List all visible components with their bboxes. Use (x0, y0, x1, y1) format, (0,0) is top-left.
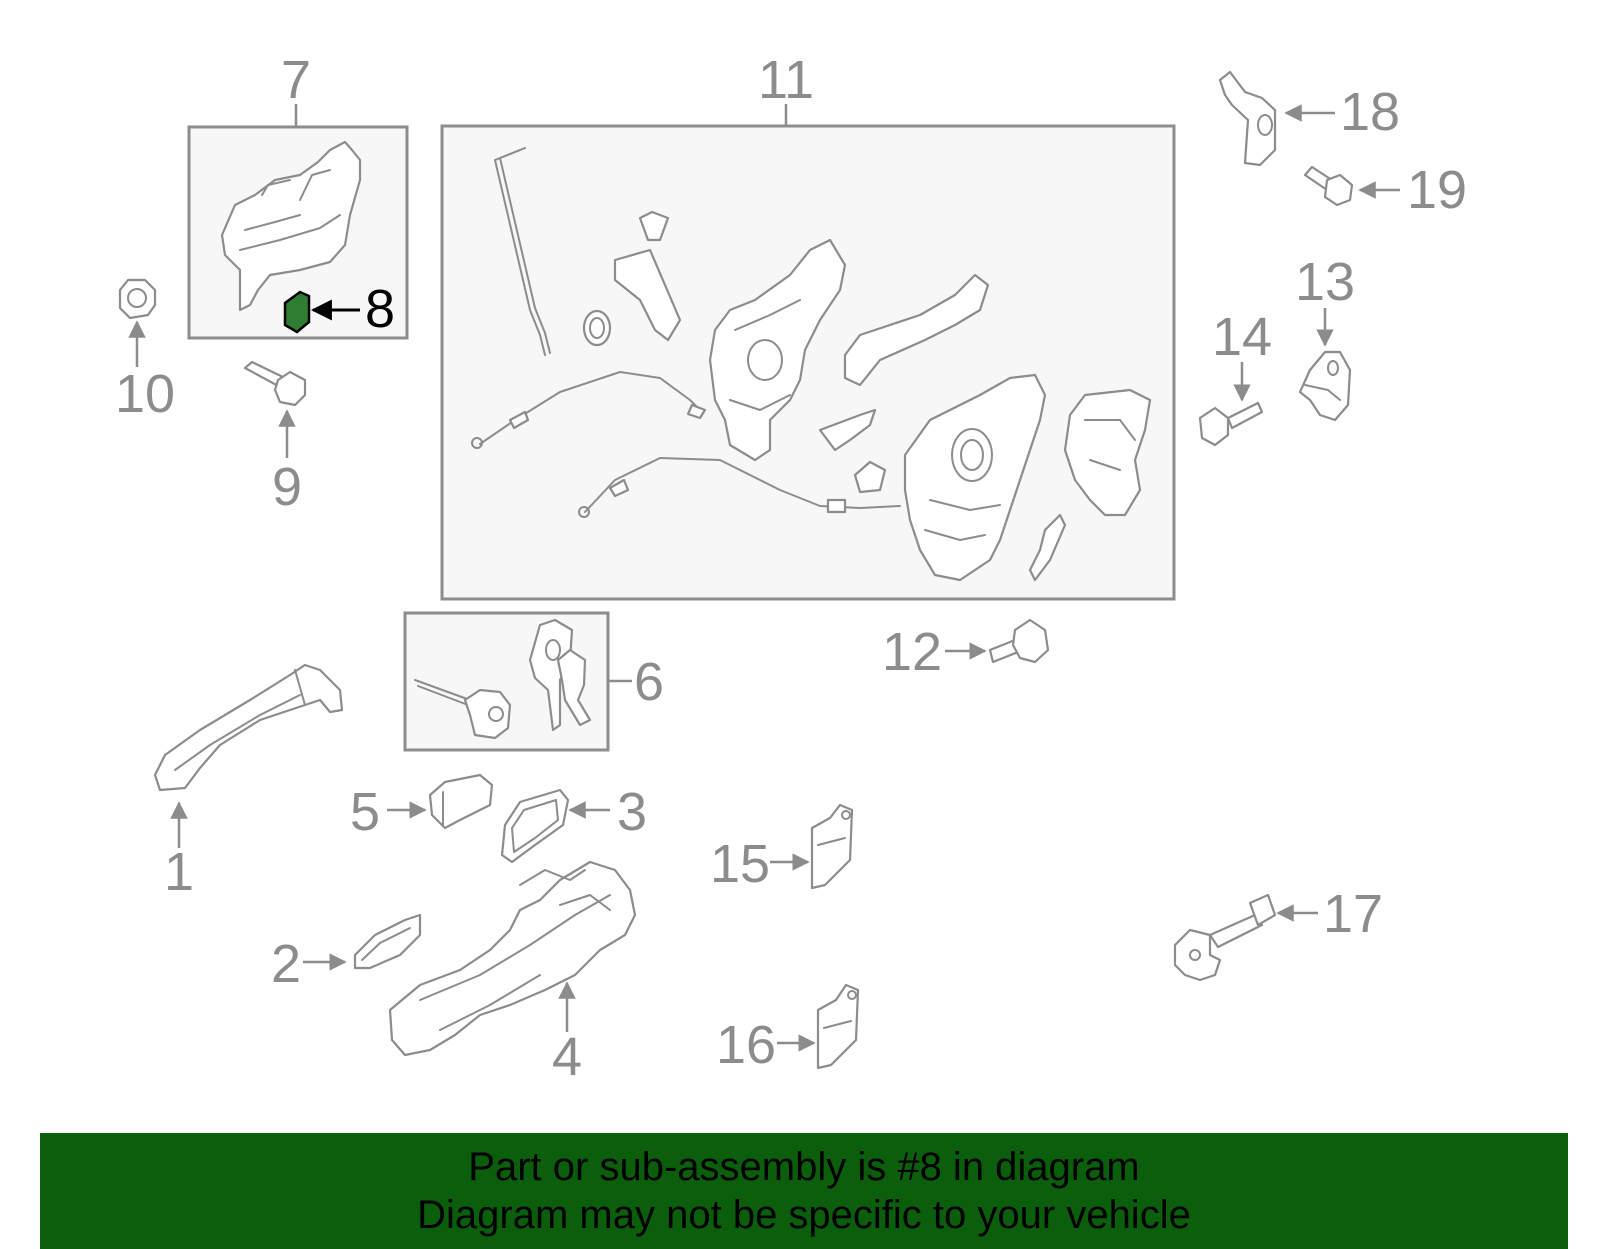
inside-handle-part (220, 140, 362, 312)
callout-4: 4 (552, 1027, 582, 1087)
part-8-shape[interactable] (283, 290, 311, 334)
callout-7: 7 (281, 50, 311, 110)
callout-5: 5 (350, 782, 380, 842)
banner-line-2: Diagram may not be specific to your vehi… (417, 1193, 1191, 1237)
box-6-lock-cylinder (403, 611, 632, 752)
part-14-screw (1198, 362, 1264, 447)
callout-8[interactable]: 8 (365, 279, 395, 339)
part-16-hinge (777, 983, 860, 1070)
callout-11: 11 (758, 50, 814, 110)
part-8-highlighted[interactable] (283, 290, 360, 334)
part-10-nut (118, 278, 157, 367)
part-12-screw (945, 618, 1050, 664)
callout-2: 2 (271, 934, 301, 994)
part-1-outside-handle (153, 663, 344, 848)
part-18-striker (1218, 70, 1335, 167)
callout-9: 9 (272, 457, 302, 517)
callout-14: 14 (1212, 307, 1272, 367)
callout-19: 19 (1407, 160, 1467, 220)
callout-12: 12 (882, 622, 942, 682)
part-2-gasket (303, 913, 422, 971)
part-15-hinge (770, 803, 854, 890)
callout-17: 17 (1323, 884, 1383, 944)
part-13-striker-plate (1298, 308, 1352, 422)
callout-15: 15 (710, 834, 770, 894)
part-5-cap (387, 773, 494, 830)
part-3-gasket (500, 788, 610, 864)
callout-1: 1 (164, 842, 194, 902)
callout-18: 18 (1340, 82, 1400, 142)
part-19-bolt (1303, 165, 1400, 207)
part-17-door-check (1173, 893, 1318, 982)
part-9-screw (243, 360, 307, 458)
part-4-handle-frame (388, 860, 637, 1057)
callout-13: 13 (1295, 252, 1355, 312)
callout-16: 16 (716, 1015, 776, 1075)
box-11-lock-assembly (440, 104, 1176, 601)
info-banner: Part or sub-assembly is #8 in diagram Di… (40, 1133, 1568, 1249)
callout-6: 6 (634, 652, 664, 712)
callout-3: 3 (617, 782, 647, 842)
callout-10: 10 (115, 364, 175, 424)
banner-line-1: Part or sub-assembly is #8 in diagram (468, 1145, 1140, 1189)
